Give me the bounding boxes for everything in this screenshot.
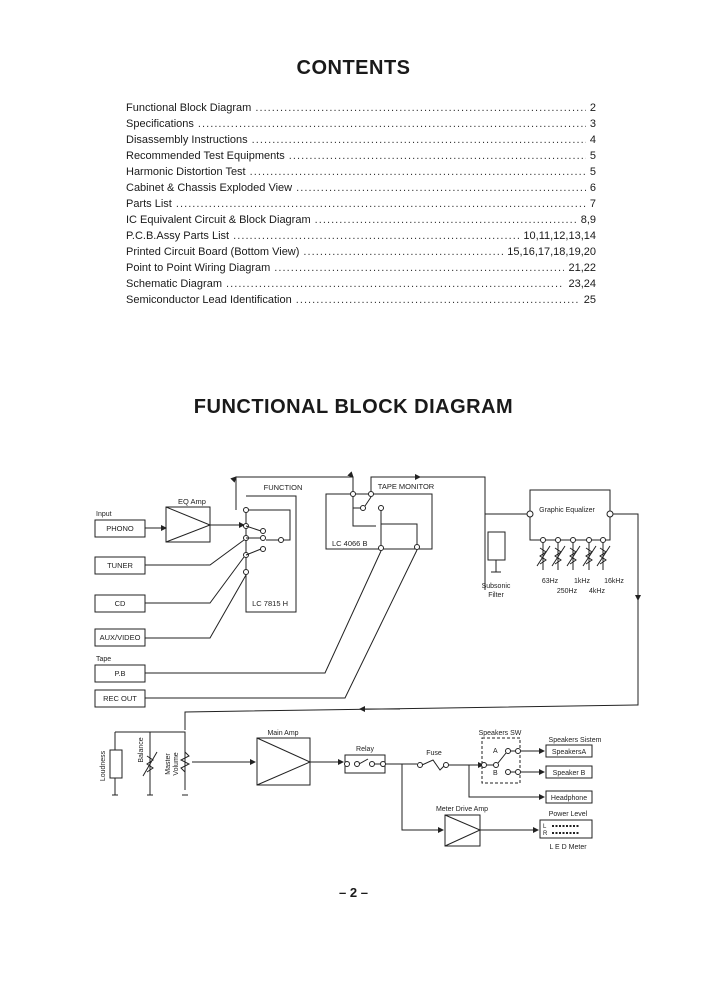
master-label: Master	[165, 753, 172, 775]
tape-label: Tape	[96, 656, 111, 663]
graphic-equalizer-block	[529, 489, 611, 541]
led-r-label: R	[543, 831, 548, 837]
headphone-label: Headphone	[551, 795, 587, 802]
contents-entry-page: 7	[589, 198, 596, 210]
speakers-system-label: Speakers Sistem	[549, 737, 602, 744]
band-4khz: 4kHz	[589, 588, 605, 595]
contents-entry: Specifications 3	[126, 118, 596, 134]
contents-entry: IC Equivalent Circuit & Block Diagram 8,9	[126, 214, 596, 230]
contents-entry-label: Specifications	[126, 118, 194, 130]
band-16khz: 16kHz	[604, 578, 624, 585]
tape-monitor-label: TAPE MONITOR	[378, 482, 435, 491]
diagram-title: FUNCTIONAL BLOCK DIAGRAM	[193, 396, 514, 418]
contents-entry-label: Cabinet & Chassis Exploded View	[126, 182, 293, 194]
band-1khz: 1kHz	[574, 578, 590, 585]
relay-label: Relay	[356, 746, 374, 753]
power-level-label: Power Level	[549, 811, 588, 818]
contents-entry-page: 8,9	[580, 214, 596, 226]
subsonic-label: Subsonic	[482, 583, 511, 590]
fuse-label: Fuse	[426, 750, 442, 757]
contents-entry-page: 15,16,17,18,19,20	[507, 246, 596, 258]
contents-entry-page: 5	[589, 150, 596, 162]
input-cd: CD	[115, 599, 126, 608]
meter-drive-amp-block	[444, 814, 481, 847]
contents-entry-label: IC Equivalent Circuit & Block Diagram	[126, 214, 311, 226]
balance-pot	[142, 751, 158, 777]
input-phono: PHONO	[106, 524, 134, 533]
led-meter-block	[539, 819, 593, 839]
contents-entry-label: Parts List	[126, 198, 172, 210]
contents-entry-page: 5	[589, 166, 596, 178]
eq-amp-block	[165, 506, 211, 543]
contents-entry: Printed Circuit Board (Bottom View) 15,16…	[126, 246, 596, 262]
led-meter-label: L E D Meter	[549, 844, 587, 851]
main-amp-label: Main Amp	[267, 730, 298, 737]
headphone-box	[545, 790, 593, 804]
input-boxes	[94, 519, 146, 708]
filter-label: Filter	[488, 592, 504, 599]
tape-monitor-ic-label: LC 4066 B	[332, 539, 367, 548]
loudness-block	[109, 749, 123, 779]
meter-drive-amp-label: Meter Drive Amp	[436, 806, 488, 813]
contents-title: CONTENTS	[296, 57, 411, 79]
master-volume-pot	[179, 751, 191, 773]
speakers-sw-label: Speakers SW	[479, 730, 522, 737]
contents-entry: Schematic Diagram 23,24	[126, 278, 596, 294]
subsonic-filter-block	[487, 531, 506, 561]
band-63hz: 63Hz	[542, 578, 559, 585]
contents-entry: Cabinet & Chassis Exploded View 6	[126, 182, 596, 198]
contents-entry-label: Printed Circuit Board (Bottom View)	[126, 246, 300, 258]
input-aux-video: AUX/VIDEO	[100, 633, 141, 642]
contents-entry-page: 21,22	[568, 262, 596, 274]
contents-entry: Functional Block Diagram 2	[126, 102, 596, 118]
contents-entry-label: Semiconductor Lead Identification	[126, 294, 292, 306]
input-label: Input	[96, 511, 112, 518]
speaker-b-box	[545, 765, 593, 779]
band-250hz: 250Hz	[557, 588, 578, 595]
contents-entry: Disassembly Instructions 4	[126, 134, 596, 150]
contents-entry-page: 2	[589, 102, 596, 114]
main-amp-block	[256, 737, 311, 786]
loudness-label: Loudness	[100, 750, 107, 781]
contents-entry-label: Harmonic Distortion Test	[126, 166, 246, 178]
tape-rec-out: REC OUT	[103, 694, 137, 703]
contents-entry: Recommended Test Equipments 5	[126, 150, 596, 166]
speakers-switch-block	[481, 737, 521, 784]
function-selector-block	[245, 495, 297, 613]
function-ic-label: LC 7815 H	[252, 599, 288, 608]
contents-entry: P.C.B.Assy Parts List 10,11,12,13,14	[126, 230, 596, 246]
contents-entry-label: Schematic Diagram	[126, 278, 222, 290]
page-number: – 2 –	[339, 885, 368, 900]
sw-a-label: A	[493, 748, 498, 755]
contents-entry-label: Functional Block Diagram	[126, 102, 252, 114]
speaker-a-box	[545, 744, 593, 758]
contents-entry-page: 6	[589, 182, 596, 194]
input-tuner: TUNER	[107, 561, 133, 570]
contents-entry-page: 10,11,12,13,14	[523, 230, 596, 242]
contents-entry: Semiconductor Lead Identification 25	[126, 294, 596, 310]
graphic-equalizer-label: Graphic Equalizer	[539, 507, 595, 514]
contents-entry-page: 23,24	[568, 278, 596, 290]
volume-label: Volume	[173, 752, 180, 775]
contents-entry: Point to Point Wiring Diagram 21,22	[126, 262, 596, 278]
tape-pb: P.B	[114, 669, 125, 678]
function-label: FUNCTION	[264, 483, 303, 492]
contents-entry-label: Recommended Test Equipments	[126, 150, 285, 162]
eq-amp-label: EQ Amp	[178, 497, 206, 506]
balance-label: Balance	[138, 737, 145, 762]
contents-entry-label: Point to Point Wiring Diagram	[126, 262, 271, 274]
contents-entry-page: 25	[583, 294, 596, 306]
led-l-label: L	[543, 824, 547, 830]
contents-entry: Parts List 7	[126, 198, 596, 214]
speaker-b-label: Speaker B	[553, 770, 586, 777]
contents-entry-page: 4	[589, 134, 596, 146]
speaker-a-label: SpeakersA	[552, 749, 587, 756]
contents-entry-label: Disassembly Instructions	[126, 134, 248, 146]
contents-entry: Harmonic Distortion Test 5	[126, 166, 596, 182]
sw-b-label: B	[493, 770, 498, 777]
contents-entry-label: P.C.B.Assy Parts List	[126, 230, 230, 242]
contents-entry-page: 3	[589, 118, 596, 130]
